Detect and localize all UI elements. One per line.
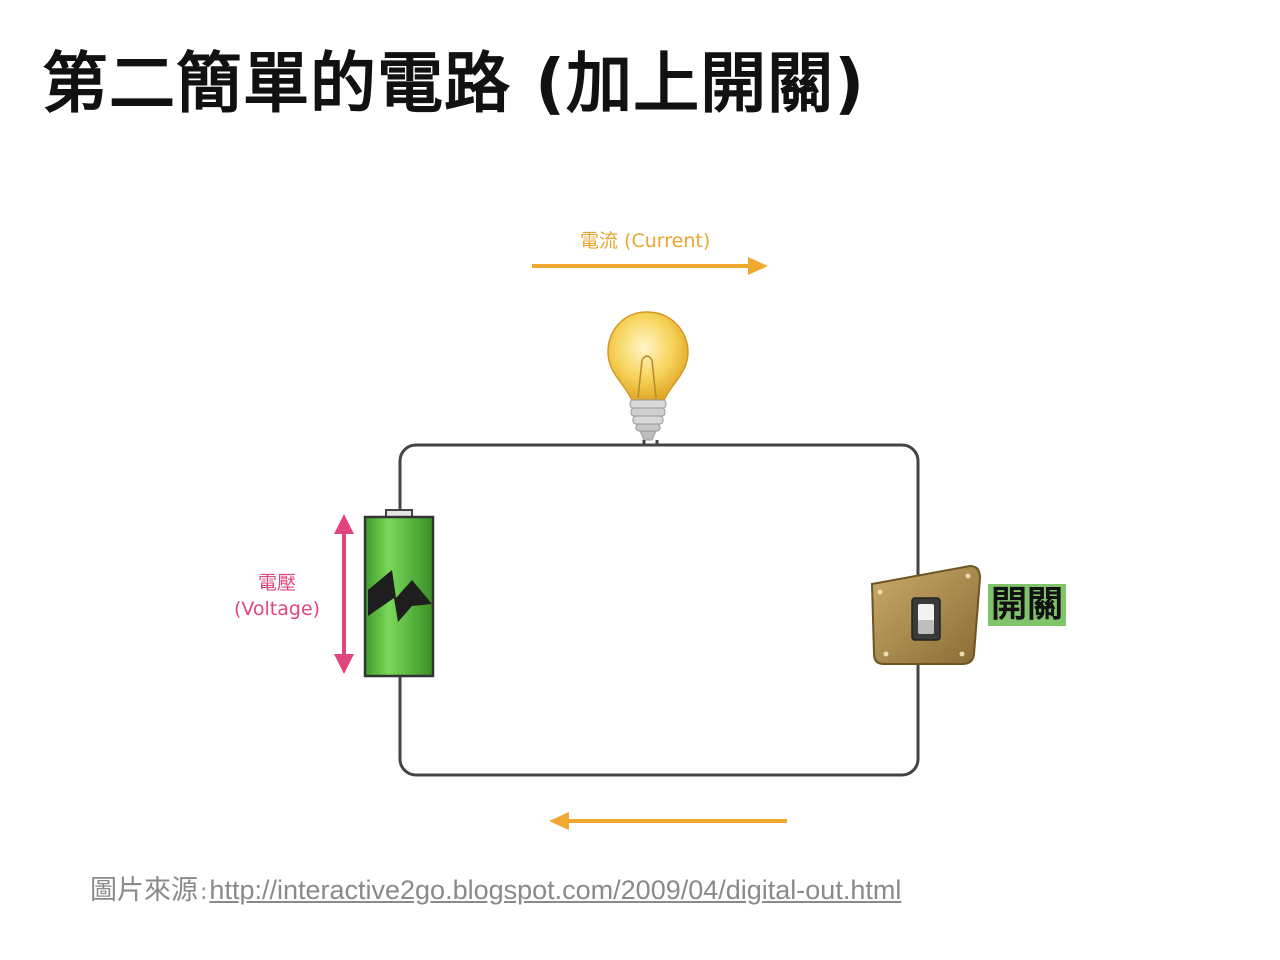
voltage-label-en: (Voltage) [233,598,321,620]
voltage-label: 電壓 (Voltage) [232,570,322,622]
circuit-wire [398,443,920,777]
battery-icon [363,509,435,678]
source-separator: : [200,880,208,905]
voltage-arrow [334,514,354,674]
voltage-label-zh: 電壓 [257,572,296,594]
switch-label: 開關 [988,584,1067,626]
slide-title: 第二簡單的電路 (加上開關) [42,45,866,122]
source-link[interactable]: http://interactive2go.blogspot.com/2009/… [209,875,902,905]
current-arrow-bottom [549,812,787,830]
toggle-switch-icon [870,564,982,665]
light-bulb-icon [607,311,689,446]
image-source-caption: 圖片來源:http://interactive2go.blogspot.com/… [90,868,901,907]
current-arrow-top [532,257,768,275]
current-label: 電流 (Current) [580,230,711,252]
source-label: 圖片來源 [90,875,198,906]
